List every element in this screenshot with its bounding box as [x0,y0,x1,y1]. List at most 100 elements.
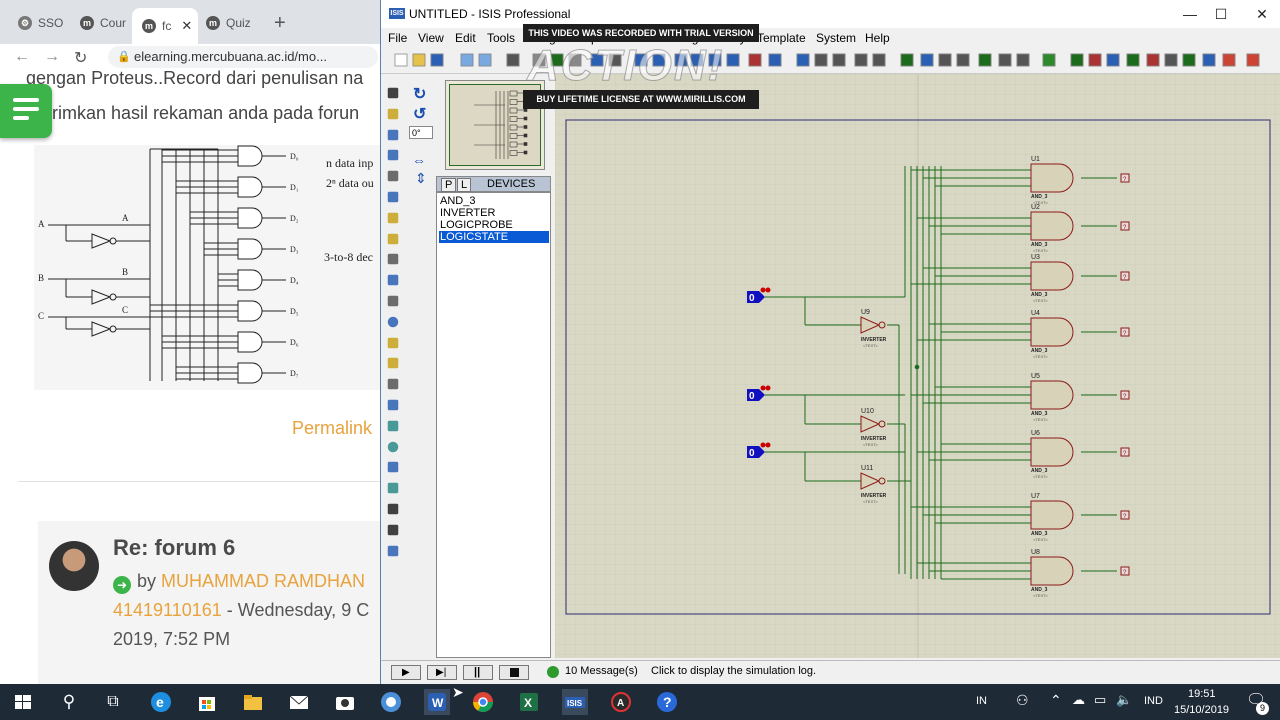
rotate-clockwise-icon[interactable]: ↻ [413,86,427,103]
chevron-up-icon[interactable]: ⌃ [1050,692,1062,708]
current-probe-icon[interactable] [387,358,399,369]
reload-icon[interactable]: ↻ [74,50,88,67]
mirror-vertical-icon[interactable]: ⇕ [415,170,427,186]
mirror-horizontal-icon[interactable]: ⇔ [412,152,426,168]
rotate-anticlockwise-icon[interactable]: ↺ [413,106,427,123]
menu-file[interactable]: File [388,31,408,45]
tape-recorder-icon[interactable] [387,295,399,307]
task-view-icon[interactable]: ⧉ [107,693,119,710]
pan-icon[interactable] [608,53,622,67]
browser-tab-sso[interactable]: ⚙ SSO [18,10,63,36]
arc-icon[interactable] [387,462,399,473]
sim-pause-button[interactable]: || [463,665,493,680]
menu-view[interactable]: View [418,31,444,45]
origin-icon[interactable] [590,53,604,67]
forward-arrow-icon[interactable]: → [44,48,60,65]
bus-icon[interactable] [387,191,399,203]
export-netlist-icon[interactable] [1182,53,1196,67]
mail-icon[interactable] [286,689,312,715]
windows-start-icon[interactable] [10,689,36,715]
menu-template[interactable]: Template [757,31,806,45]
netlist-icon[interactable] [1146,53,1160,67]
author-link[interactable]: MUHAMMAD RAMDHAN [161,571,366,591]
cloud-icon[interactable]: ☁ [1072,692,1085,707]
path-icon[interactable] [387,482,399,494]
battery-icon[interactable]: ▭ [1094,692,1107,707]
search-tag-icon[interactable] [998,53,1012,67]
zoom-out-icon[interactable] [652,53,666,67]
device-item-inverter[interactable]: INVERTER [440,207,496,219]
undo-icon[interactable] [708,53,722,67]
zoom-all-icon[interactable] [674,53,688,67]
file-explorer-icon[interactable] [240,689,266,715]
refresh-icon[interactable] [550,53,564,67]
open-file-icon[interactable] [412,53,426,67]
print-icon[interactable] [506,53,520,67]
language-indicator[interactable]: IN [976,695,987,707]
cut-icon[interactable] [748,53,762,67]
decompose-icon[interactable] [956,53,970,67]
isis-taskbar-icon[interactable]: ISIS [562,689,588,715]
clock-time[interactable]: 19:51 [1188,688,1216,700]
component-mode-icon[interactable] [387,108,399,120]
search-icon[interactable]: ⚲ [62,692,76,711]
sim-play-button[interactable]: ▶ [391,665,421,680]
paste-icon[interactable] [796,53,810,67]
import-icon[interactable] [460,53,474,67]
menu-help[interactable]: Help [865,31,890,45]
bom-icon[interactable] [1106,53,1120,67]
browser-tab-forum[interactable]: m fc ✕ [132,8,198,44]
new-sheet-icon[interactable] [1042,53,1056,67]
block-delete-icon[interactable] [872,53,886,67]
zoom-area-icon[interactable] [690,53,704,67]
device-item-and3[interactable]: AND_3 [440,195,476,207]
recorder-app-icon[interactable] [378,689,404,715]
generator-icon[interactable] [387,316,399,328]
edge-browser-icon[interactable]: e [148,689,174,715]
back-arrow-icon[interactable]: ← [14,48,30,65]
ime-indicator[interactable]: IND [1144,695,1163,707]
help-icon[interactable]: ? [654,689,680,715]
close-tab-icon[interactable]: ✕ [181,18,193,33]
zoom-in-icon[interactable] [634,53,648,67]
packaging-icon[interactable] [938,53,952,67]
word-icon[interactable]: W [424,689,450,715]
graph-icon[interactable] [387,274,399,286]
box-icon[interactable] [387,420,399,432]
post-title[interactable]: Re: forum 6 [113,535,236,560]
ares-icon[interactable]: A [608,689,634,715]
library-manager-button[interactable]: L [457,178,472,192]
url-field[interactable]: 🔒 elearning.mercubuana.ac.id/mo... [108,46,378,68]
save-file-icon[interactable] [430,53,444,67]
subcircuit-icon[interactable] [387,212,399,224]
author-avatar[interactable] [49,541,99,591]
junction-dot-icon[interactable] [387,129,399,140]
menu-edit[interactable]: Edit [455,31,476,45]
camera-icon[interactable] [332,689,358,715]
pick-device-icon[interactable] [900,53,914,67]
voltage-probe-icon[interactable] [387,337,399,348]
ares-icon[interactable] [1164,53,1178,67]
sim-step-button[interactable]: ▶| [427,665,457,680]
rotation-angle-field[interactable]: 0° [409,126,433,139]
erc-icon[interactable] [1126,53,1140,67]
sim-stop-button[interactable] [499,665,529,680]
property-assign-icon[interactable] [1016,53,1030,67]
symbol-icon[interactable] [387,524,399,536]
text-script-icon[interactable] [387,170,399,182]
excel-icon[interactable]: X [516,689,542,715]
wire-autorouter-icon[interactable] [978,53,992,67]
chrome-icon[interactable] [470,689,496,715]
new-tab-plus-icon[interactable]: + [274,12,286,34]
marker-icon[interactable] [387,545,399,556]
pick-devices-button[interactable]: P [441,178,457,192]
exit-parent-icon[interactable] [1088,53,1102,67]
area-icon[interactable] [532,53,546,67]
new-file-icon[interactable] [394,53,408,67]
browser-tab-courses[interactable]: m Cour [80,10,126,36]
design-explorer-icon[interactable] [1202,53,1216,67]
block-move-icon[interactable] [832,53,846,67]
virtual-instrument-icon[interactable] [387,378,399,390]
close-icon[interactable] [1246,53,1260,67]
